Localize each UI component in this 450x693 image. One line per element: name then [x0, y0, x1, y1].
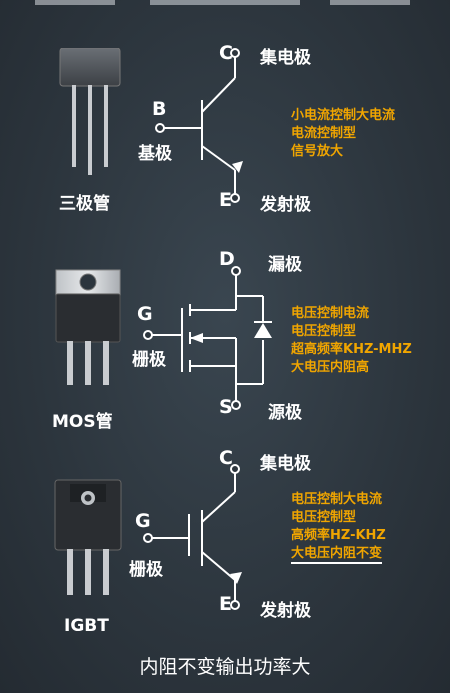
bjt-symbol: [155, 48, 243, 203]
mos-note-2: 电压控制型: [291, 324, 357, 339]
igbt-c-letter: C: [219, 447, 233, 469]
cropped-title-strip: [35, 0, 410, 5]
mos-device-name: MOS管: [52, 412, 113, 432]
igbt-e-letter: E: [219, 593, 232, 615]
mos-g-letter: G: [137, 303, 153, 325]
mos-s-letter: S: [219, 396, 233, 418]
subtitle-caption: 内阻不变输出功率大: [139, 656, 311, 678]
igbt-e-label: 发射极: [260, 601, 311, 621]
igbt-c-label: 集电极: [260, 454, 311, 474]
mos-note-1: 电压控制电流: [291, 306, 370, 321]
igbt-note-1: 电压控制大电流: [291, 492, 383, 507]
bjt-note-1: 小电流控制大电流: [291, 108, 396, 123]
igbt-note-4: 大电压内阻不变: [291, 546, 383, 564]
mos-d-terminal: [231, 266, 241, 276]
bjt-e-terminal: [230, 193, 240, 203]
bjt-b-terminal: [155, 123, 165, 133]
mos-notes: 电压控制电流 电压控制型 超高频率KHZ-MHZ 大电压内阻高: [291, 305, 412, 377]
igbt-e-terminal: [230, 600, 240, 610]
bjt-e-letter: E: [219, 189, 232, 211]
bjt-package-icon: [59, 48, 121, 175]
igbt-g-label: 栅极: [129, 560, 163, 580]
igbt-package-icon: [54, 479, 122, 595]
igbt-note-2: 电压控制型: [291, 510, 357, 525]
bjt-c-letter: C: [219, 42, 233, 64]
mos-package-icon: [55, 269, 121, 385]
mos-d-label: 漏极: [268, 255, 302, 275]
mos-g-label: 栅极: [132, 350, 166, 370]
mos-d-letter: D: [219, 248, 235, 270]
bjt-device-name: 三极管: [59, 194, 110, 214]
bjt-e-label: 发射极: [260, 195, 311, 215]
mos-note-3: 超高频率KHZ-MHZ: [291, 342, 412, 357]
bjt-b-label: 基极: [138, 144, 172, 164]
bjt-c-terminal: [230, 48, 240, 58]
mos-s-label: 源极: [268, 403, 302, 423]
igbt-g-letter: G: [135, 510, 151, 532]
bjt-c-label: 集电极: [260, 48, 311, 68]
mos-g-terminal: [143, 330, 153, 340]
igbt-device-name: IGBT: [64, 616, 109, 636]
mos-symbol: [143, 266, 272, 410]
bjt-note-2: 电流控制型: [291, 126, 357, 141]
bjt-notes: 小电流控制大电流 电流控制型 信号放大: [291, 107, 395, 161]
igbt-symbol: [143, 464, 242, 610]
mos-s-terminal: [231, 400, 241, 410]
bjt-note-3: 信号放大: [291, 144, 344, 159]
mos-note-4: 大电压内阻高: [291, 360, 370, 375]
bjt-b-letter: B: [152, 98, 167, 120]
igbt-c-terminal: [230, 464, 240, 474]
igbt-g-terminal: [143, 533, 153, 543]
igbt-note-3: 高频率HZ-KHZ: [291, 528, 386, 543]
igbt-notes: 电压控制大电流 电压控制型 高频率HZ-KHZ 大电压内阻不变: [291, 491, 386, 564]
